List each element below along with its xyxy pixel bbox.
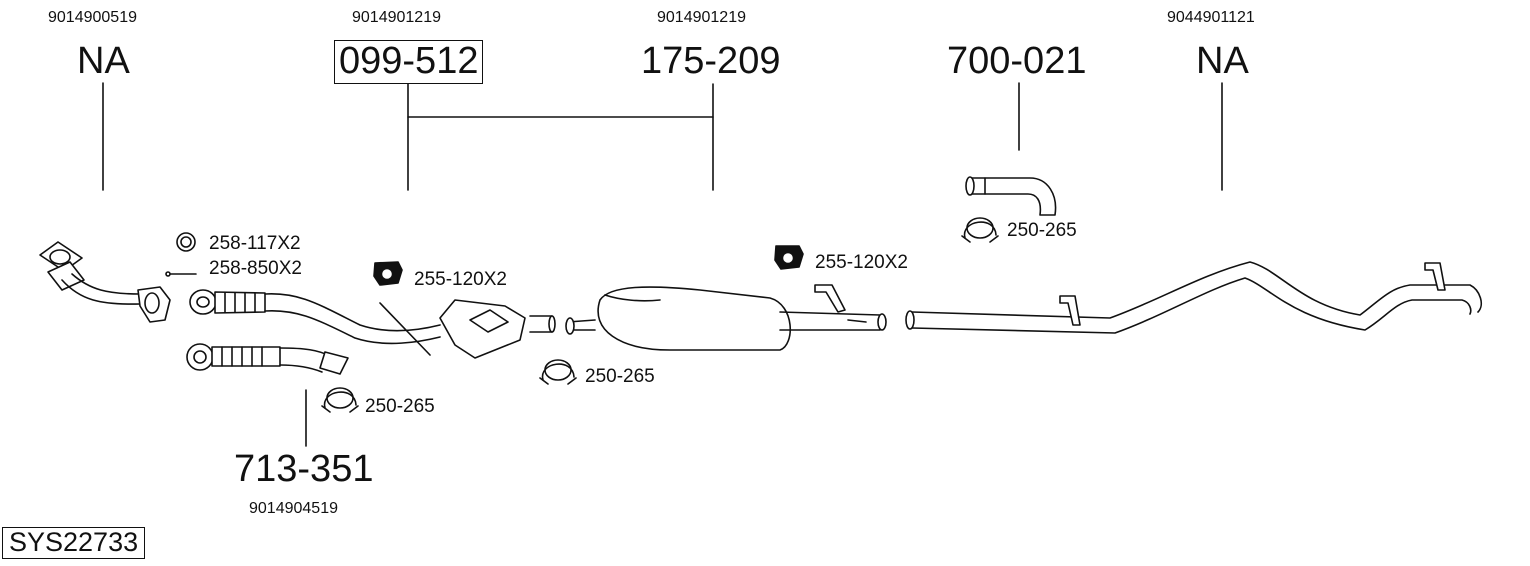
accessory-label[interactable]: 255-120X2 [815, 252, 908, 273]
part-number-label[interactable]: 700-021 [947, 40, 1087, 82]
rear-pipe-part [905, 261, 1482, 334]
part-number-label-highlighted[interactable]: 099-512 [334, 40, 484, 84]
accessory-label[interactable]: 258-850X2 [209, 258, 302, 279]
oe-number-label: 9044901121 [1167, 9, 1255, 26]
part-number-label[interactable]: 713-351 [234, 448, 374, 490]
accessory-label[interactable]: 255-120X2 [414, 269, 507, 290]
oe-number-label: 9014904519 [249, 500, 338, 517]
rubber-mount-icon-1 [373, 261, 403, 286]
front-pipe-part [39, 241, 171, 323]
clamp-icon-2 [539, 359, 577, 385]
accessory-label[interactable]: 258-117X2 [209, 233, 301, 254]
accessory-label[interactable]: 250-265 [365, 396, 435, 417]
clamp-icon-1 [321, 387, 359, 413]
part-number-label[interactable]: NA [1196, 40, 1249, 82]
rubber-mount-icon-2 [774, 245, 804, 270]
clamp-icon-3 [961, 217, 999, 243]
system-code-label: SYS22733 [2, 527, 146, 559]
oe-number-label: 9014900519 [48, 9, 137, 26]
tailpipe-part [965, 176, 1057, 216]
oe-number-label: 9014901219 [352, 9, 441, 26]
accessory-label[interactable]: 250-265 [585, 366, 655, 387]
gasket-ring-icon [176, 232, 196, 252]
flex-pipe-part [189, 289, 441, 356]
part-number-label[interactable]: NA [77, 40, 130, 82]
bolt-icon [165, 271, 197, 277]
accessory-label[interactable]: 250-265 [1007, 220, 1077, 241]
intermediate-flex-pipe-part [186, 343, 349, 375]
catalytic-converter-part [439, 299, 556, 359]
part-number-label[interactable]: 175-209 [641, 40, 781, 82]
middle-silencer-part [565, 284, 887, 351]
oe-number-label: 9014901219 [657, 9, 746, 26]
